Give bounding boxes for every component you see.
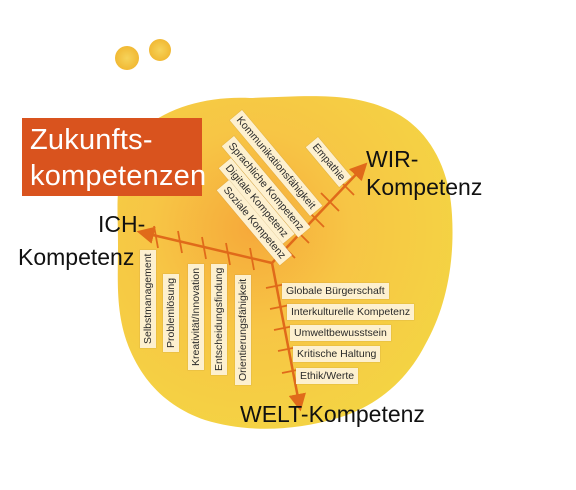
ich-item: Kreativität/Innovation: [188, 263, 204, 370]
arrow-tick: [201, 236, 207, 260]
welt-heading-line: WELT-Kompetenz: [240, 401, 425, 427]
welt-arrow: [270, 262, 306, 412]
ich-item: Selbstmanagement: [140, 249, 156, 348]
welt-item: Interkulturelle Kompetenz: [287, 304, 415, 320]
welt-heading: WELT-Kompetenz: [240, 400, 425, 428]
ich-arrow: [136, 226, 273, 265]
ich-heading-line-1: ICH-: [98, 211, 146, 237]
ich-ticks: [153, 225, 255, 271]
arrow-tick: [249, 247, 255, 271]
title-line-2: kompetenzen: [30, 160, 207, 192]
paint-dot: [149, 39, 171, 61]
ich-heading-line-2: Kompetenz: [18, 244, 135, 270]
welt-item: Kritische Haltung: [293, 346, 381, 362]
welt-item: Ethik/Werte: [296, 368, 359, 384]
arrow-tick: [269, 304, 291, 310]
welt-item: Globale Bürgerschaft: [282, 283, 389, 299]
arrow-tick: [320, 192, 340, 212]
wir-arrow: [271, 162, 368, 264]
ich-item: Problemlösung: [163, 273, 179, 352]
ich-heading: ICH-: [98, 210, 145, 238]
welt-item: Umweltbewusstsein: [290, 325, 391, 341]
title-line-1: Zukunfts-: [30, 124, 153, 156]
title-box: Zukunfts- kompetenzen: [22, 118, 207, 196]
arrow-tick: [153, 225, 159, 249]
wir-heading: WIR- Kompetenz: [366, 145, 482, 201]
ich-heading-2: Kompetenz: [18, 243, 134, 271]
paint-dot: [115, 46, 139, 70]
arrow-tick: [225, 242, 231, 266]
wir-heading-line-1: WIR-: [366, 146, 419, 172]
wir-heading-line-2: Kompetenz: [366, 174, 483, 200]
arrow-tick: [177, 230, 183, 254]
ich-item: Entscheidungsfindung: [211, 263, 227, 375]
ich-item: Orientierungsfähigkeit: [235, 274, 251, 385]
